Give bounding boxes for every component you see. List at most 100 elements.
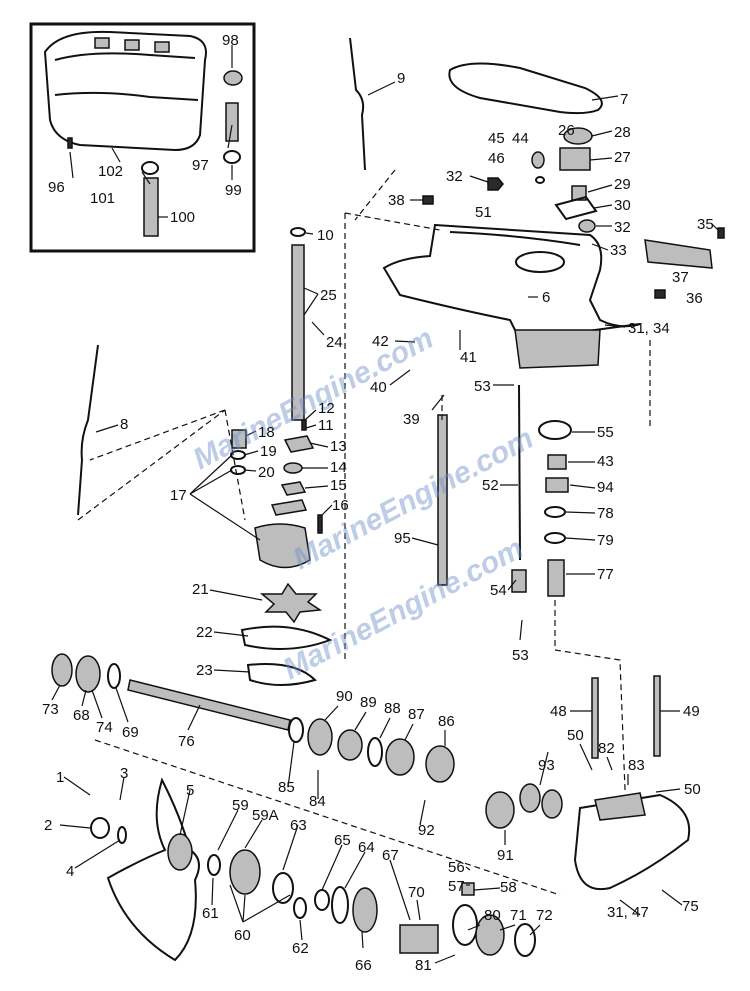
part-label-28: 28	[614, 124, 631, 141]
inset-frame	[29, 22, 256, 253]
part-label-27: 27	[614, 149, 631, 166]
part-label-3: 3	[120, 765, 128, 782]
part-label-71: 71	[510, 907, 527, 924]
part-label-75: 75	[682, 898, 699, 915]
part-label-20: 20	[258, 464, 275, 481]
part-label-76: 76	[178, 733, 195, 750]
part-label-21: 21	[192, 581, 209, 598]
part-label-19: 19	[260, 443, 277, 460]
part-label-88: 88	[384, 700, 401, 717]
part-label-9: 9	[397, 70, 405, 87]
part-label-60: 60	[234, 927, 251, 944]
impeller-21	[259, 582, 323, 624]
part-label-93: 93	[538, 757, 555, 774]
part-label-96: 96	[48, 179, 65, 196]
plate-22	[240, 625, 333, 650]
part-label-38: 38	[388, 192, 405, 209]
part-label-66: 66	[355, 957, 372, 974]
inset-housing-102	[43, 30, 207, 152]
part-label-33: 33	[610, 242, 627, 259]
part-labels: 98 102 97 96 101 99 100 9 7 26 28 45 44 …	[42, 32, 714, 974]
part-label-53: 53	[474, 378, 491, 395]
part-label-86: 86	[438, 713, 455, 730]
part-label-29: 29	[614, 176, 631, 193]
part-label-40: 40	[370, 379, 387, 396]
part-label-94: 94	[597, 479, 614, 496]
part-label-95: 95	[394, 530, 411, 547]
part-label-72: 72	[536, 907, 553, 924]
cable-52	[511, 384, 527, 593]
part-label-99: 99	[225, 182, 242, 199]
part-label-56: 56	[448, 859, 465, 876]
inset-small-parts	[67, 70, 243, 237]
propeller-5	[90, 777, 200, 962]
exhaust-housing-31	[382, 223, 641, 369]
part-label-91: 91	[497, 847, 514, 864]
part-label-37: 37	[672, 269, 689, 286]
part-label-32: 32	[446, 168, 463, 185]
part-label-79: 79	[597, 532, 614, 549]
part-label-15: 15	[330, 477, 347, 494]
part-label-45: 45	[488, 130, 505, 147]
part-label-90: 90	[336, 688, 353, 705]
part-label-98: 98	[222, 32, 239, 49]
part-label-87: 87	[408, 706, 425, 723]
part-label-32b: 32	[614, 219, 631, 236]
part-label-63: 63	[290, 817, 307, 834]
part-label-77: 77	[597, 566, 614, 583]
part-label-42: 42	[372, 333, 389, 350]
part-label-10: 10	[317, 227, 334, 244]
part-label-50b: 50	[684, 781, 701, 798]
part-label-43: 43	[597, 453, 614, 470]
part-label-102: 102	[98, 163, 123, 180]
part-label-7: 7	[620, 91, 628, 108]
part-label-5: 5	[186, 782, 194, 799]
part-label-101: 101	[90, 190, 115, 207]
part-label-31-47: 31, 47	[607, 904, 649, 921]
part-label-6: 6	[542, 289, 550, 306]
part-label-52: 52	[482, 477, 499, 494]
part-label-59: 59	[232, 797, 249, 814]
part-label-26: 26	[558, 122, 575, 139]
part-label-23: 23	[196, 662, 213, 679]
bearing-stack	[538, 420, 572, 597]
part-label-92: 92	[418, 822, 435, 839]
part-label-58: 58	[500, 879, 517, 896]
part-label-74: 74	[96, 719, 113, 736]
gearcase-31-47	[573, 675, 691, 891]
part-label-64: 64	[358, 839, 375, 856]
part-label-1: 1	[56, 769, 64, 786]
part-label-84: 84	[309, 793, 326, 810]
part-label-18: 18	[258, 424, 275, 441]
part-label-36: 36	[686, 290, 703, 307]
part-label-51: 51	[475, 204, 492, 221]
part-label-41: 41	[460, 349, 477, 366]
part-label-70: 70	[408, 884, 425, 901]
part-label-13: 13	[330, 438, 347, 455]
part-label-12: 12	[318, 400, 335, 417]
part-label-14: 14	[330, 459, 347, 476]
part-label-100: 100	[170, 209, 195, 226]
part-label-89: 89	[360, 694, 377, 711]
part-label-16: 16	[332, 497, 349, 514]
part-label-8: 8	[120, 416, 128, 433]
part-label-22: 22	[196, 624, 213, 641]
bracket-36	[644, 227, 725, 299]
part-label-81: 81	[415, 957, 432, 974]
leader-lines	[51, 45, 721, 964]
part-label-11: 11	[318, 417, 334, 434]
part-label-68: 68	[73, 707, 90, 724]
part-label-85: 85	[278, 779, 295, 796]
connection-lines	[77, 169, 651, 896]
part-label-67: 67	[382, 847, 399, 864]
gasket-7	[448, 62, 603, 115]
part-label-61: 61	[202, 905, 219, 922]
part-label-49: 49	[683, 703, 700, 720]
part-label-53b: 53	[512, 647, 529, 664]
part-label-44: 44	[512, 130, 529, 147]
part-label-54: 54	[490, 582, 507, 599]
part-label-24: 24	[326, 334, 343, 351]
part-label-55: 55	[597, 424, 614, 441]
part-label-4: 4	[66, 863, 74, 880]
